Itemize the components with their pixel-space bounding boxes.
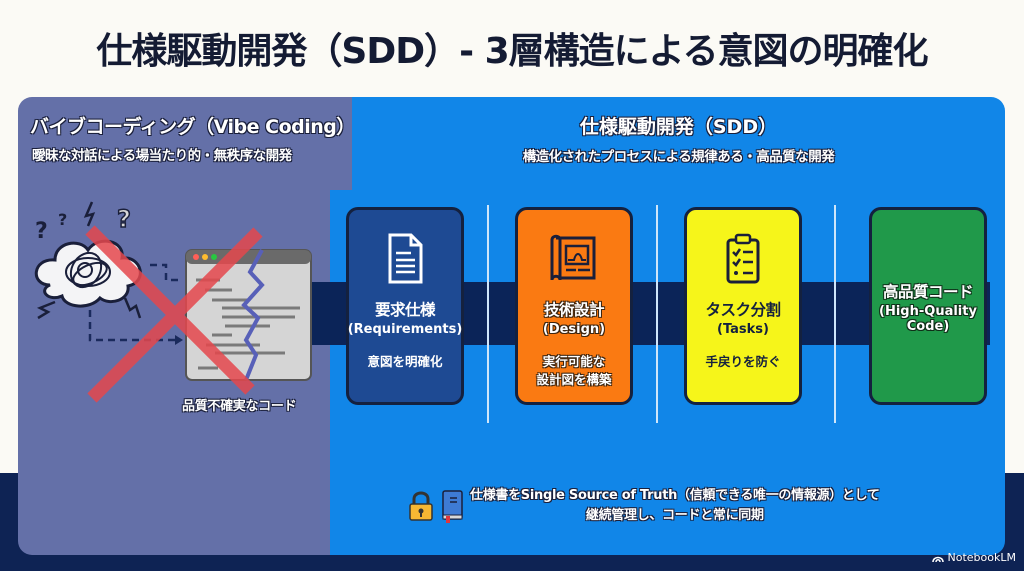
footer-line: 仕様書をSingle Source of Truth（信頼できる唯一の情報源）と… [470,488,880,503]
step-card-high-quality-code: 高品質コード (High-Quality Code) [869,207,987,405]
step-subtitle: (High-Quality Code) [879,304,977,334]
page-title: 仕様駆動開発（SDD）- 3層構造による意図の明確化 [96,31,928,72]
step-subtitle: (Tasks) [717,322,769,337]
book-icon [442,490,463,523]
notebooklm-watermark: NotebookLM [931,551,1016,564]
step-description: 手戻りを防ぐ [705,354,781,369]
step-title: 技術設計 [543,301,605,319]
bad-code-caption: 品質不確実なコード [182,399,297,414]
step-divider [656,205,658,423]
single-source-of-truth-note: 仕様書をSingle Source of Truth（信頼できる唯一の情報源）と… [408,486,880,526]
clipboard-checklist-icon [726,233,760,284]
step-description-line: 設計図を構築 [536,372,612,387]
blueprint-icon [550,234,596,281]
sdd-panel-header [352,97,1005,197]
brand-label: NotebookLM [947,551,1016,564]
svg-text:?: ? [35,219,48,244]
step-card-tasks: タスク分割 (Tasks) 手戻りを防ぐ [684,207,802,405]
vibe-coding-subtitle: 曖昧な対話による場当たり的・無秩序な開発 [32,148,292,164]
step-card-requirements: 要求仕様 (Requirements) 意図を明確化 [346,207,464,405]
step-description: 意図を明確化 [367,354,443,369]
red-x-icon [85,225,263,403]
step-card-design: 技術設計 (Design) 実行可能な 設計図を構築 [515,207,633,405]
broken-code-window-icon [185,249,312,381]
step-description-line: 実行可能な [542,354,606,369]
vibe-coding-title: バイブコーディング（Vibe Coding） [30,116,355,138]
step-description: 実行可能な 設計図を構築 [536,353,611,389]
step-title: 高品質コード [882,283,974,301]
step-title: 要求仕様 [374,301,436,319]
vibe-illustration: ? ? ? [34,201,312,403]
step-subtitle-line: (High-Quality [879,304,977,319]
footer-line: 継続管理し、コードと常に同期 [585,508,764,523]
lock-icon [409,491,433,521]
footer-text: 仕様書をSingle Source of Truth（信頼できる唯一の情報源）と… [470,486,880,526]
document-icon [388,233,423,284]
step-title: タスク分割 [705,301,781,319]
sdd-title: 仕様駆動開発（SDD） [579,116,778,138]
step-subtitle: (Requirements) [347,322,463,337]
svg-text:?: ? [117,205,131,233]
step-subtitle-line: Code) [906,319,950,334]
step-divider [834,205,836,423]
svg-text:?: ? [58,210,67,229]
step-divider [487,205,489,423]
sdd-subtitle: 構造化されたプロセスによる規律ある・高品質な開発 [522,149,835,165]
step-subtitle: (Design) [542,322,606,337]
notebooklm-logo-icon [931,556,944,562]
